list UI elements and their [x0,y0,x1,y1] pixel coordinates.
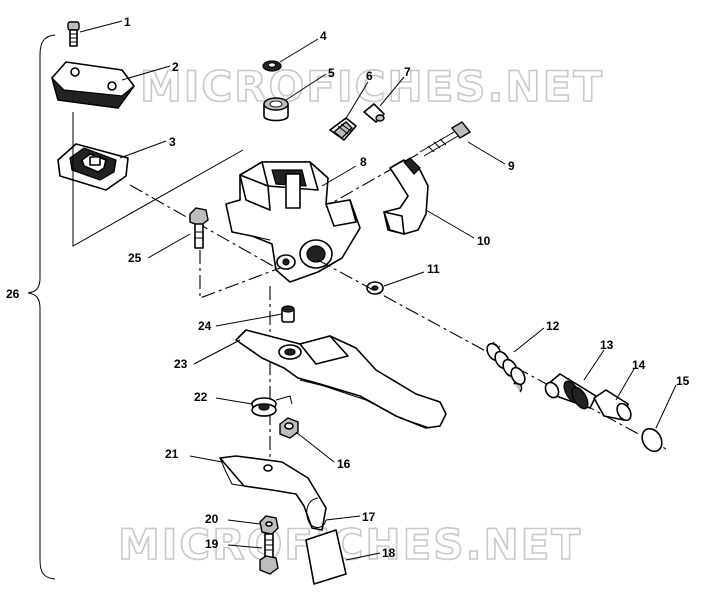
leader-lines [79,20,677,561]
callout-25: 25 [128,251,142,265]
callout-16: 16 [337,457,351,471]
clip-part-17 [306,497,327,528]
watermark-bottom: MICROFICHES.NET [118,520,582,569]
callout-1: 1 [124,15,131,29]
alignment-line-left [72,112,244,247]
diaphragm-part-3 [57,143,129,191]
callout-9: 9 [508,159,515,173]
callout-6: 6 [366,69,373,83]
spring-part-12 [486,341,526,393]
callout-19: 19 [205,537,219,551]
centerline-bolt-25 [199,250,281,299]
callout-24: 24 [198,319,212,333]
torsion-spring-part-22 [251,395,293,417]
centerline-cover [129,184,281,271]
bracket-part-21 [219,455,327,531]
assembly-brace [27,34,56,580]
callout-2: 2 [172,60,179,74]
callout-13: 13 [600,338,614,352]
callout-20: 20 [205,512,219,526]
callout-labels: 1 2 3 4 5 6 7 8 9 10 11 12 13 14 15 16 1… [6,15,690,560]
reservoir-cover-part-2 [50,61,135,109]
callout-17: 17 [362,510,376,524]
nut-part-20 [259,515,279,535]
callout-23: 23 [174,357,188,371]
callout-4: 4 [320,29,327,43]
clamp-part-10 [383,157,429,235]
nut-part-16 [279,417,299,439]
washer-part-11 [366,281,384,295]
callout-5: 5 [328,66,335,80]
circlip-part-15 [641,427,663,453]
screw-part-1 [67,21,80,47]
callout-18: 18 [382,546,396,560]
master-cylinder-body-part-8 [225,161,361,283]
callout-11: 11 [427,262,440,276]
callout-8: 8 [360,155,367,169]
callout-7: 7 [404,65,411,79]
callout-22: 22 [194,390,208,404]
tag-part-18 [305,529,347,585]
bolt-part-19 [259,533,279,575]
switch-part-6 [329,117,357,141]
cap-part-5 [263,97,289,122]
callout-26: 26 [6,287,20,301]
switch-cap-part-7 [363,103,385,123]
callout-10: 10 [477,234,491,248]
centerline-bolt [329,153,419,205]
callout-14: 14 [632,358,646,372]
callout-12: 12 [546,319,560,333]
callout-3: 3 [169,135,176,149]
centerline-piston [317,259,669,451]
callout-15: 15 [676,374,690,388]
callout-21: 21 [165,447,179,461]
brake-lever-part-23 [235,329,447,429]
washer-part-4 [262,60,282,72]
bolt-part-9 [419,121,472,157]
bushing-part-24 [281,305,295,323]
watermark-top: MICROFICHES.NET [140,62,604,111]
bolt-part-25 [189,207,209,249]
piston-part-13-14 [544,373,632,422]
